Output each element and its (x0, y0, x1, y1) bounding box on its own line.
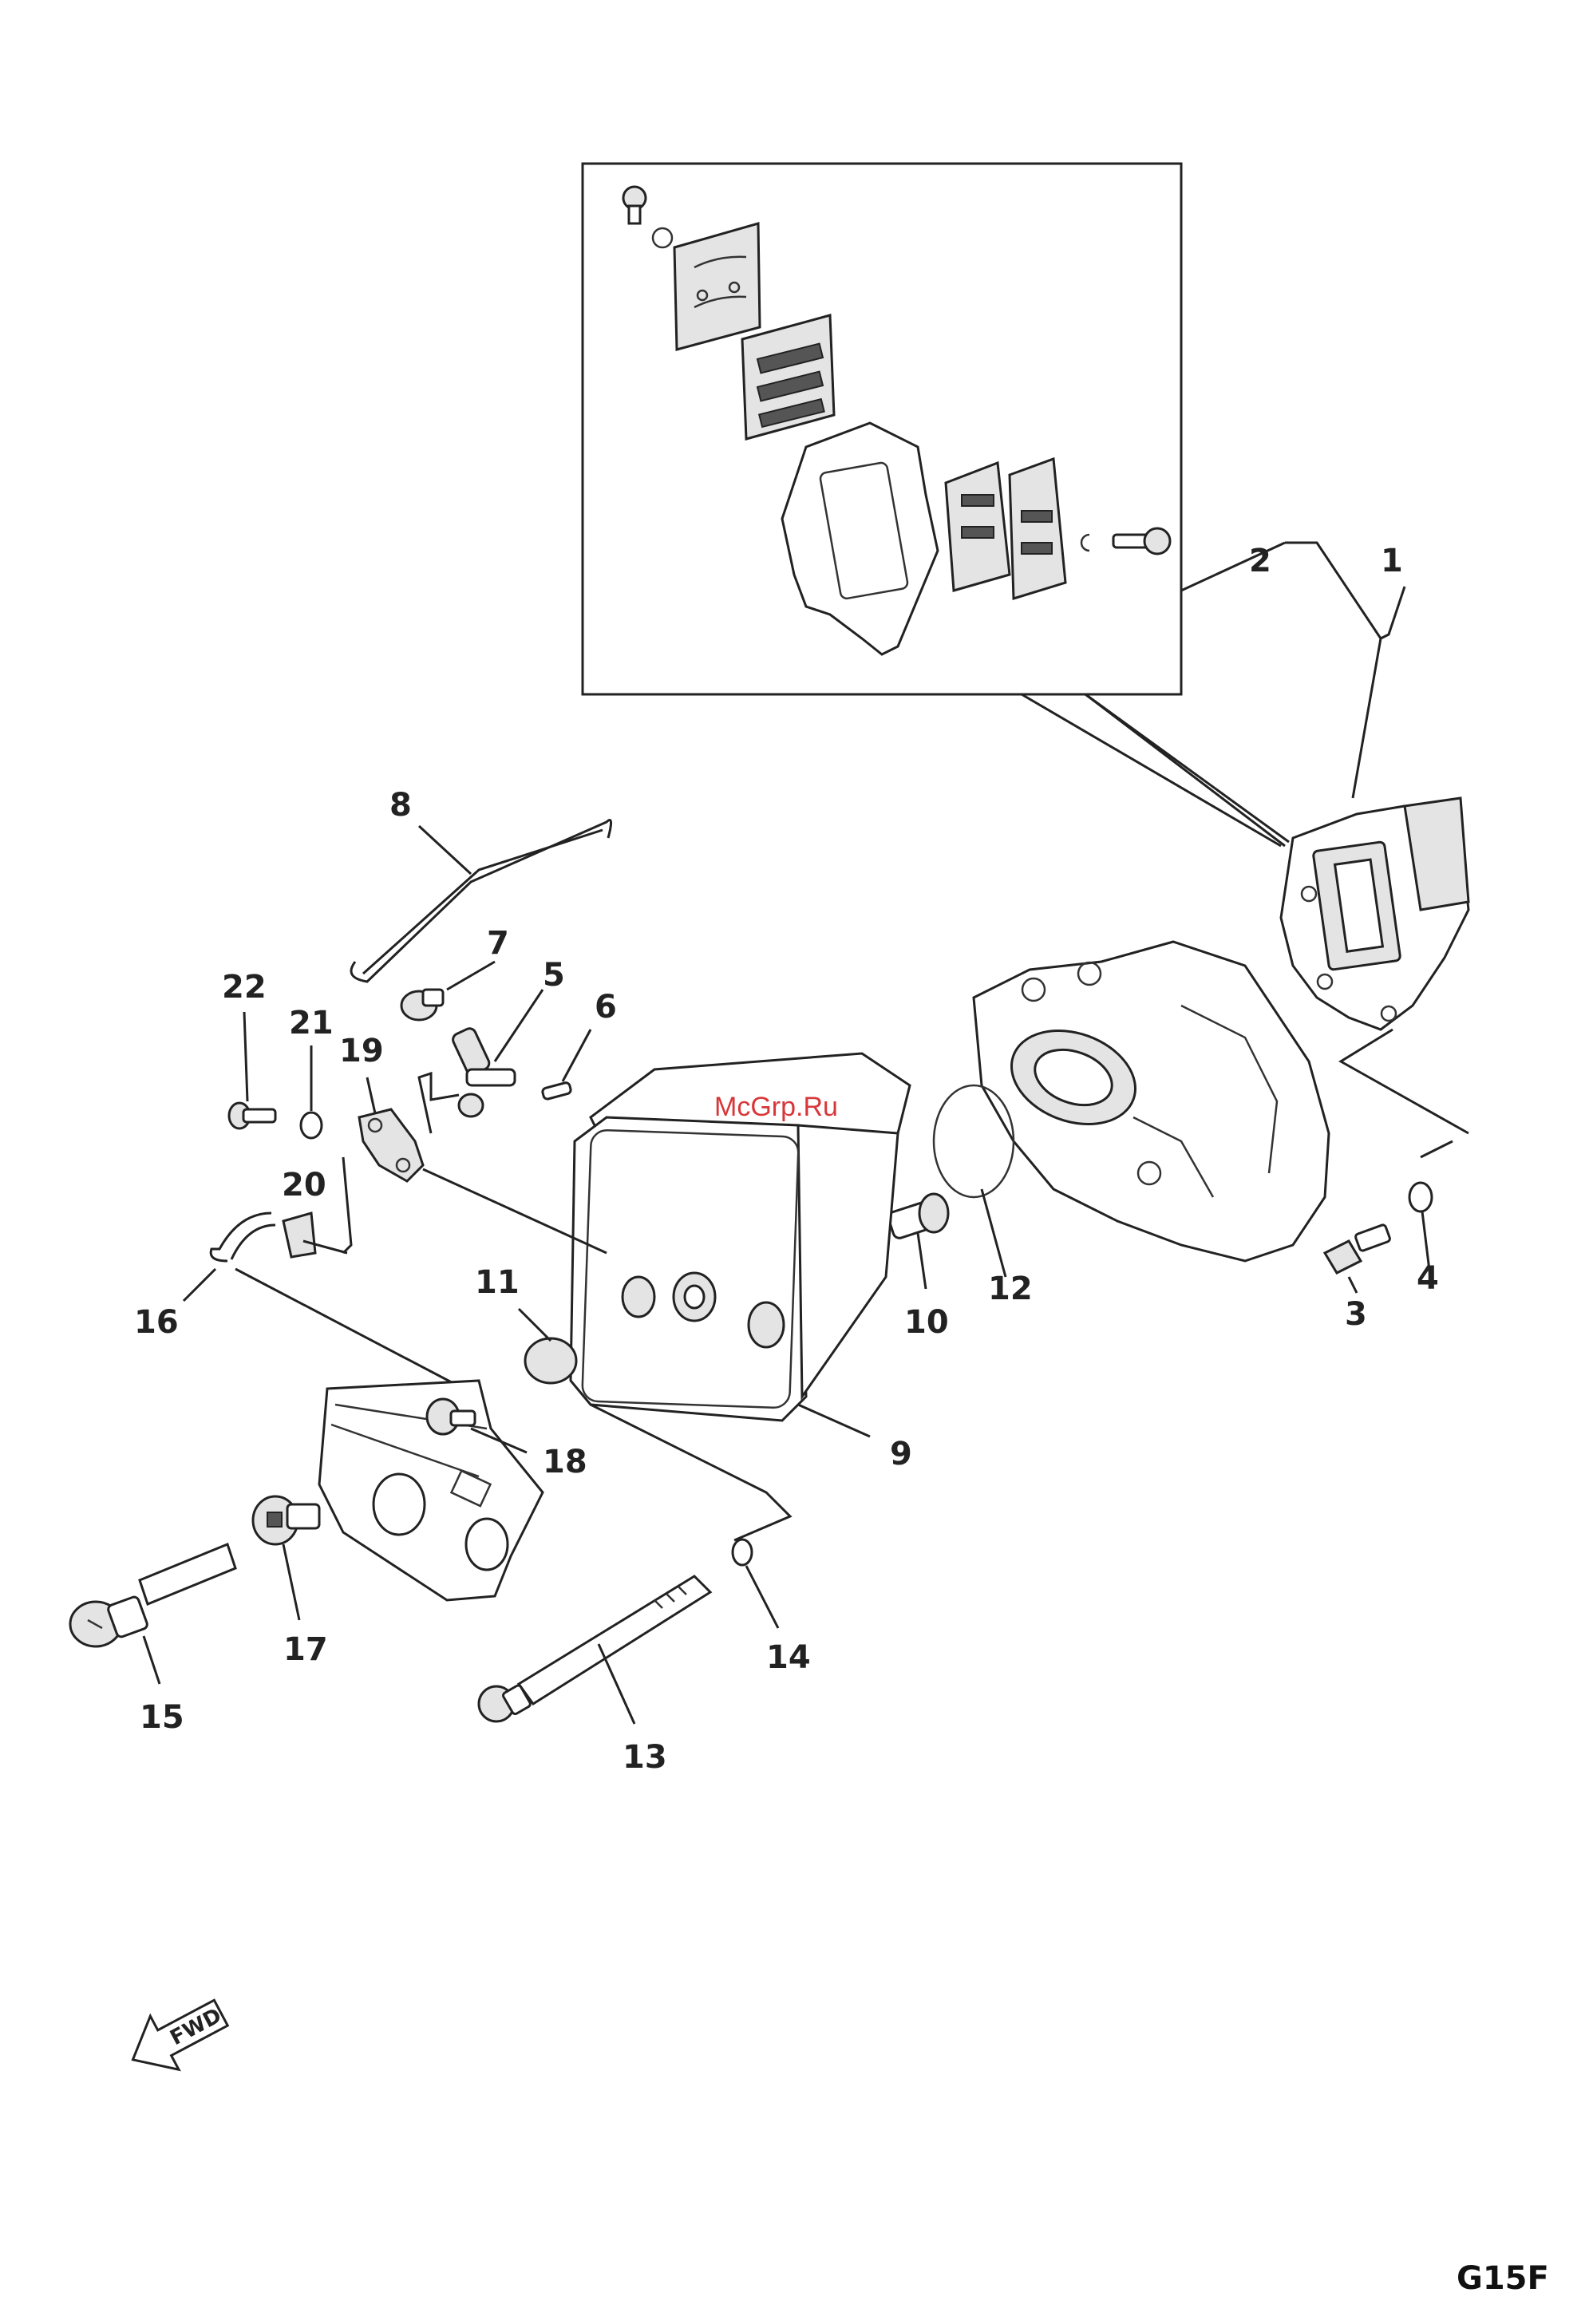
label-9: 9 (890, 1436, 912, 1472)
part-21-washer (301, 1113, 322, 1138)
page-code: G15F (1457, 2260, 1549, 2297)
label-20: 20 (282, 1167, 326, 1204)
label-6: 6 (595, 989, 617, 1026)
part-16-hose (184, 1213, 479, 1397)
label-5: 5 (543, 957, 565, 994)
part-22-screw (229, 1012, 275, 1128)
reed-valve-inset (583, 164, 1289, 846)
label-14: 14 (766, 1639, 811, 1676)
label-10: 10 (904, 1304, 949, 1341)
part-11-plug (519, 1309, 576, 1383)
label-3: 3 (1345, 1296, 1367, 1333)
label-2: 2 (1249, 543, 1271, 579)
part-15-long-bolt (70, 1544, 235, 1684)
part-8-hose (351, 820, 611, 982)
part-17-fitting (253, 1496, 319, 1620)
inset-gasket (782, 423, 938, 654)
label-12: 12 (988, 1271, 1033, 1307)
inset-reed (742, 315, 834, 439)
reed-valve-assembly (1281, 798, 1468, 1030)
label-13: 13 (623, 1739, 667, 1776)
inset-reed-body (946, 459, 1065, 599)
part-10-nipple (887, 1194, 948, 1289)
part-5-fitting (451, 990, 543, 1117)
label-4: 4 (1417, 1260, 1439, 1297)
part-7-clamp (401, 962, 495, 1020)
label-21: 21 (289, 1005, 334, 1041)
part-14-washer (733, 1539, 752, 1565)
watermark: McGrp.Ru (714, 1092, 838, 1122)
label-18: 18 (543, 1444, 587, 1480)
label-17: 17 (283, 1631, 328, 1668)
part-19-bracket (359, 1077, 423, 1181)
label-19: 19 (339, 1033, 384, 1069)
leader-12 (982, 1189, 1006, 1277)
fwd-arrow-icon: FWD (119, 1986, 235, 2087)
part-3-bolt (1325, 1224, 1391, 1293)
leaders-1-2 (1181, 543, 1405, 798)
inset-screw-right (1113, 528, 1170, 554)
inset-screw-top (623, 187, 646, 223)
label-22: 22 (222, 969, 267, 1006)
part-13-long-bolt (479, 1576, 710, 1724)
part-12-o-ring (934, 1085, 1014, 1197)
inset-circlip (1081, 535, 1089, 551)
inset-reed-stopper (674, 223, 760, 350)
label-16: 16 (134, 1304, 179, 1341)
leader-4b (1421, 1141, 1453, 1157)
part-4-washer (1409, 1183, 1432, 1211)
label-11: 11 (475, 1264, 520, 1301)
bracket-connector (419, 1073, 459, 1133)
line-19-down (343, 1157, 351, 1253)
part-6-pin (542, 1030, 591, 1100)
label-15: 15 (140, 1699, 184, 1736)
engine-block (974, 942, 1329, 1261)
part-20-clamp (283, 1213, 347, 1257)
label-8: 8 (389, 787, 412, 824)
inset-lock-washer (653, 228, 672, 247)
leader-3-4 (1341, 1030, 1468, 1133)
line-to-14 (591, 1405, 790, 1540)
label-7: 7 (487, 925, 509, 962)
leader-14 (746, 1566, 778, 1628)
label-1: 1 (1381, 543, 1403, 579)
